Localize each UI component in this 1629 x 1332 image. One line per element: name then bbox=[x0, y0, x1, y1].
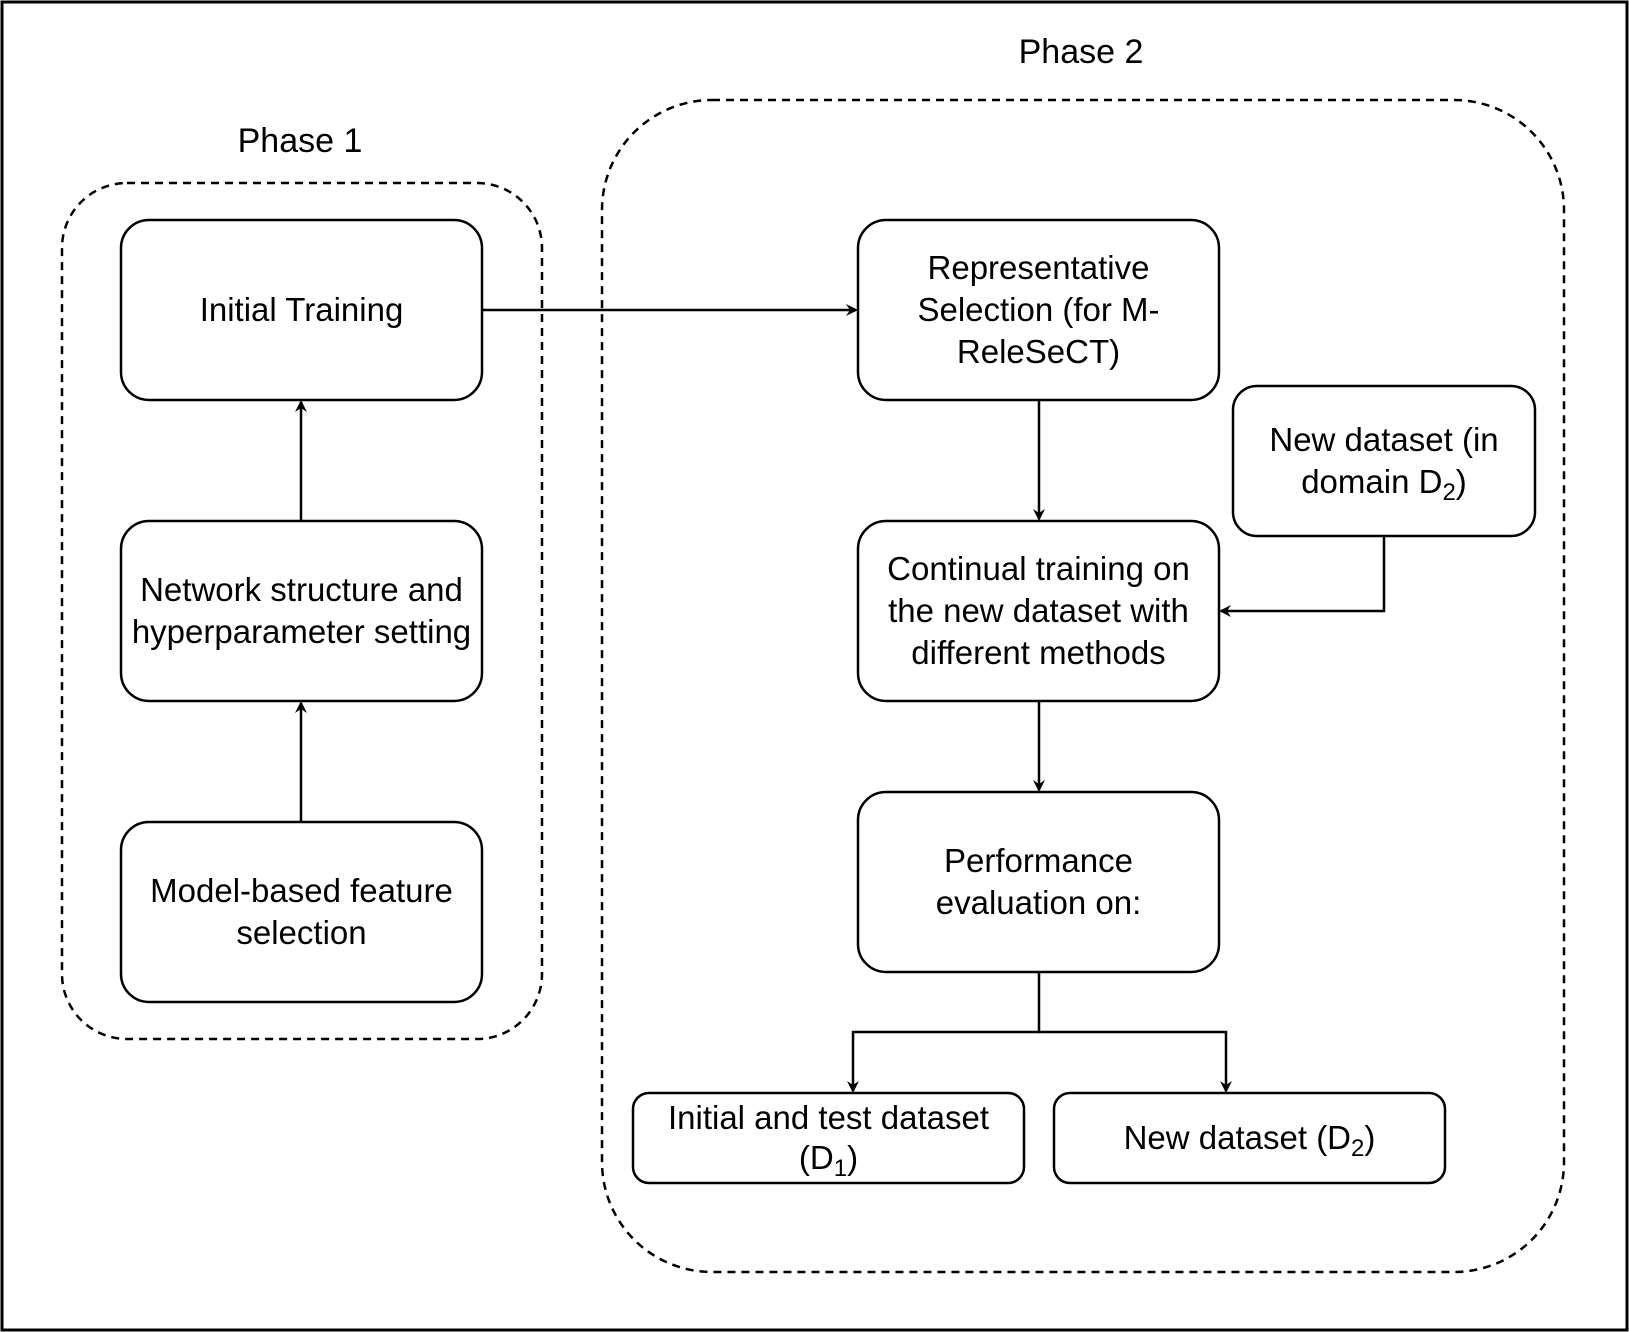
feature-selection-label: Model-based feature selection bbox=[150, 872, 453, 951]
representative-selection-label: Representative Selection (for M-ReleSeCT… bbox=[917, 249, 1160, 370]
new-dataset-d2-text: New dataset (D bbox=[1123, 1119, 1352, 1156]
initial-test-dataset-box bbox=[631, 1091, 1026, 1185]
new-dataset-d2-box bbox=[1052, 1091, 1447, 1185]
initial-test-dataset-tail: ) bbox=[847, 1139, 859, 1176]
new-dataset-d2-tail: ) bbox=[1364, 1119, 1376, 1156]
initial-test-dataset-label: Initial and test dataset (D1) bbox=[633, 1093, 1024, 1183]
arrow-performance-to-initial-test bbox=[847, 972, 1041, 1093]
network-structure-label: Network structure and hyperparameter set… bbox=[131, 571, 472, 650]
new-dataset-domain-tail: ) bbox=[1455, 463, 1467, 500]
initial-training-label: Initial Training bbox=[199, 291, 404, 328]
new-dataset-d2-label: New dataset (D2) bbox=[1054, 1093, 1445, 1183]
arrow-performance-to-new-d2 bbox=[1039, 1030, 1232, 1093]
new-dataset-domain-label: New dataset (in domain D2) bbox=[1233, 386, 1535, 536]
new-dataset-domain-text: New dataset (in domain D bbox=[1269, 421, 1499, 500]
phase2-container bbox=[600, 98, 1566, 1274]
phase1-container bbox=[60, 181, 544, 1041]
phase2-label: Phase 2 bbox=[1019, 33, 1144, 71]
initial-test-dataset-sub: 1 bbox=[833, 1155, 848, 1182]
continual-training-label: Continual training on the new dataset wi… bbox=[887, 550, 1190, 671]
arrow-newdataset-to-continual bbox=[1219, 536, 1386, 617]
new-dataset-domain-sub: 2 bbox=[1442, 479, 1456, 506]
phase1-label: Phase 1 bbox=[238, 122, 363, 160]
initial-test-dataset-text: Initial and test dataset (D bbox=[667, 1099, 990, 1176]
performance-evaluation-label: Performance evaluation on: bbox=[935, 842, 1142, 921]
new-dataset-d2-sub: 2 bbox=[1351, 1135, 1365, 1162]
